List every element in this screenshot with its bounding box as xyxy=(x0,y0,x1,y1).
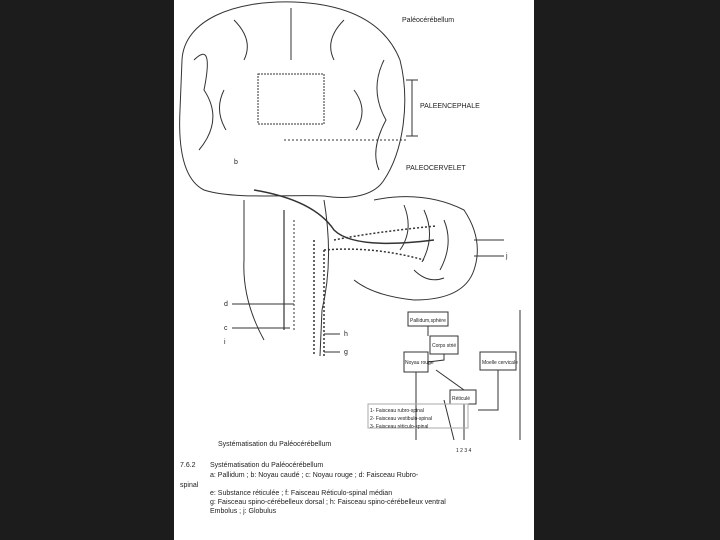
legend-line-2: 2- Faisceau vestibulo-spinal xyxy=(370,416,432,422)
letter-g: g xyxy=(344,349,348,356)
caption-title: Systématisation du Paléocérébellum xyxy=(210,462,323,469)
letter-h: h xyxy=(344,331,348,338)
box-reticule-label: Réticulé xyxy=(452,396,470,402)
caption-line-3: g: Faisceau spino-cérébelleux dorsal ; h… xyxy=(210,499,446,506)
letter-i: i xyxy=(224,339,226,346)
label-paleencephale: PALEENCEPHALE xyxy=(420,103,480,110)
lateral-ventricle-left xyxy=(219,90,226,130)
flow-numbers: 1 2 3 4 xyxy=(456,448,472,454)
legend-line-3: 3- Faisceau réticulo-spinal xyxy=(370,424,428,430)
letter-b: b xyxy=(234,159,238,166)
document-page: Paléocérébellum PALEENCEPHALE PALEOCERVE… xyxy=(174,0,534,540)
box-pallidum-label: Pallidum,sphère xyxy=(410,318,446,324)
caption-line-1: a: Pallidum ; b: Noyau caudé ; c: Noyau … xyxy=(210,472,418,479)
lateral-ventricle-right xyxy=(354,90,362,130)
paleocerebellum-diagram: Paléocérébellum PALEENCEPHALE PALEOCERVE… xyxy=(174,0,534,540)
brain-outline xyxy=(180,2,405,198)
letter-c: c xyxy=(224,325,228,332)
paleencephale-bracket xyxy=(406,80,418,136)
caption-line-2: e: Substance réticulée ; f: Faisceau Rét… xyxy=(210,490,392,497)
letter-d: d xyxy=(224,301,228,308)
caption-line-4: Embolus ; j: Globulus xyxy=(210,508,276,515)
legend-line-1: 1- Faisceau rubro-spinal xyxy=(370,408,424,414)
cerebellum-outline xyxy=(354,197,477,300)
label-paleocervelet: PALEOCERVELET xyxy=(406,165,466,172)
box-corps-strie-label: Corps strié xyxy=(432,343,456,349)
box-noyau-rouge-label: Noyau rouge xyxy=(405,360,434,366)
box-cervelet-label: Moelle cervicale xyxy=(482,360,518,366)
caption-number: 7.6.2 xyxy=(180,462,196,469)
thalamus-block xyxy=(258,74,324,124)
diagram-title: Paléocérébellum xyxy=(402,17,454,24)
tract-to-cerebellum xyxy=(324,249,424,260)
brainstem-left xyxy=(244,200,264,340)
letter-j: j xyxy=(505,253,508,260)
inner-caption: Systématisation du Paléocérébellum xyxy=(218,441,331,448)
caption-line-1b: spinal xyxy=(180,482,198,489)
